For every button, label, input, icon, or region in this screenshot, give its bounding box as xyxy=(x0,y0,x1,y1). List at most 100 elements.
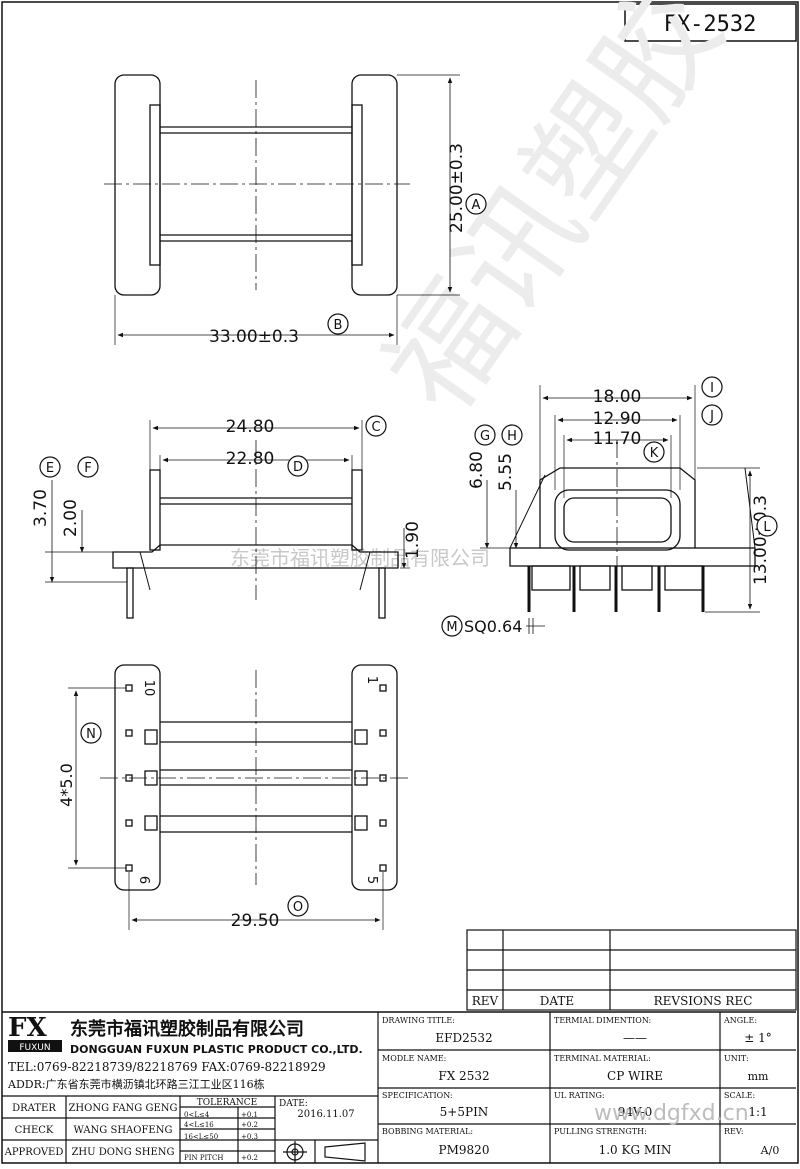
pin-hole xyxy=(379,864,387,872)
date-value: 2016.11.07 xyxy=(297,1109,354,1120)
terminal-material: CP WIRE xyxy=(607,1069,663,1083)
unit-label: UNIT: xyxy=(724,1054,749,1063)
rev-header-date: DATE xyxy=(540,994,574,1008)
bottom-tab xyxy=(144,815,158,831)
pin-label-1: 1 xyxy=(364,676,379,684)
terminal-dimention: —— xyxy=(623,1031,647,1045)
pin-hole xyxy=(125,864,133,872)
callout-circle-n xyxy=(80,722,102,744)
bottom-tab xyxy=(354,815,368,831)
model-label: MODLE NAME: xyxy=(382,1054,446,1063)
callout-circle-m xyxy=(441,615,463,637)
pin-hole xyxy=(379,729,387,737)
tolerance-value: +0.2 xyxy=(241,1121,258,1129)
end-base xyxy=(509,547,756,567)
tolerance-value: +0.2 xyxy=(241,1154,258,1162)
signoff-name: ZHU DONG SHENG xyxy=(71,1147,174,1158)
side-base xyxy=(112,544,399,569)
company-name-cn: 东莞市福讯塑胶制品有限公司 xyxy=(70,1018,304,1040)
dim-end-g: 6.80 xyxy=(467,451,487,489)
tolerance-range: 4<L≤16 xyxy=(184,1121,214,1129)
callout-circle-d xyxy=(287,455,309,477)
bottom-tab xyxy=(144,729,158,745)
signoff-name: ZHONG FANG GENG xyxy=(68,1103,177,1114)
end-foot-3 xyxy=(621,565,653,591)
callout-k: K xyxy=(650,446,659,461)
tolerance-value: +0.3 xyxy=(241,1133,258,1141)
company-contact: TEL:0769-82218739/82218769 FAX:0769-8221… xyxy=(8,1060,326,1074)
dim-end-j: 12.90 xyxy=(593,409,642,429)
logo-fuxun: FUXUN xyxy=(19,1043,50,1053)
callout-b: B xyxy=(334,318,343,333)
callout-j: J xyxy=(709,409,714,424)
terminal-dimention-label: TERMIAL DIMENTION: xyxy=(554,1016,651,1025)
pin-label-5: 5 xyxy=(364,876,379,884)
callout-circle-c xyxy=(365,415,387,437)
dim-side-c: 24.80 xyxy=(226,417,275,437)
drawing-title-label: DRAWING TITLE: xyxy=(382,1016,455,1025)
rev-label: REV: xyxy=(724,1127,744,1136)
spec-value: 5+5PIN xyxy=(440,1105,489,1119)
spec-label: SPECIFICATION: xyxy=(382,1091,453,1100)
pin-hole xyxy=(125,684,133,692)
part-number-box xyxy=(624,3,797,42)
dim-side-pin: 1.90 xyxy=(403,521,423,559)
callout-l: L xyxy=(763,520,771,535)
bottom-tab xyxy=(354,729,368,745)
dim-end-i: 18.00 xyxy=(593,387,642,407)
model-value: FX 2532 xyxy=(438,1069,489,1083)
callout-h: H xyxy=(507,429,517,444)
end-foot-1 xyxy=(531,565,571,591)
rev-header-rev: REV xyxy=(472,994,499,1008)
callout-circle-l xyxy=(756,515,778,537)
rev-header-revisions: REVSIONS REC xyxy=(654,994,753,1008)
end-window-inner xyxy=(563,497,672,543)
tolerance-title: TOLERANCE xyxy=(197,1098,258,1108)
callout-circle-i xyxy=(701,376,723,398)
callout-circle-b xyxy=(327,313,349,335)
company-name-en: DONGGUAN FUXUN PLASTIC PRODUCT CO.,LTD. xyxy=(70,1043,363,1056)
unit-value: mm xyxy=(748,1070,769,1083)
dim-bottom-n: 4*5.0 xyxy=(57,763,76,807)
pin-hole xyxy=(125,819,133,827)
end-foot-4 xyxy=(664,565,704,591)
dim-side-f: 2.00 xyxy=(61,499,81,537)
projection-symbol xyxy=(283,1141,366,1163)
end-window-outer xyxy=(554,489,681,551)
company-address: ADDR:广东省东莞市横沥镇北环路三江工业区116栋 xyxy=(7,1077,265,1091)
callout-circle-j xyxy=(701,404,723,426)
bottom-view xyxy=(68,664,410,930)
callout-circle-g xyxy=(474,424,496,446)
rev-value: A/0 xyxy=(760,1144,780,1157)
pin-label-6: 6 xyxy=(136,876,151,884)
callout-c: C xyxy=(371,420,380,435)
tolerance-range: 0<L≤4 xyxy=(184,1111,210,1119)
callout-d: D xyxy=(293,460,303,475)
pulling-label: PULLING STRENGTH: xyxy=(554,1127,647,1136)
angle-label: ANGLE: xyxy=(723,1016,757,1025)
callout-f: F xyxy=(84,461,91,476)
pin-hole xyxy=(379,819,387,827)
signoff-name: WANG SHAOFENG xyxy=(74,1125,173,1136)
callout-circle-e xyxy=(39,456,61,478)
top-left-inner xyxy=(149,104,161,266)
side-pin-right xyxy=(378,567,386,619)
dim-end-h: 5.55 xyxy=(496,453,516,491)
side-left-wall xyxy=(149,469,161,551)
ul-value: 94V-0 xyxy=(618,1105,653,1119)
callout-m: M xyxy=(446,620,457,635)
side-right-wall xyxy=(351,469,363,551)
side-view xyxy=(45,420,410,619)
company-logo: FX FUXUN xyxy=(8,1013,62,1053)
dim-bottom-o: 29.50 xyxy=(231,911,280,931)
pulling-value: 1.0 KG MIN xyxy=(599,1143,672,1157)
dim-end-l: 13.00±0.3 xyxy=(751,495,771,585)
part-number: FX-2532 xyxy=(664,12,757,37)
ul-label: UL RATING: xyxy=(554,1091,605,1100)
bobbin-label: BOBBING MATERIAL: xyxy=(382,1127,473,1136)
title-block xyxy=(2,1011,796,1163)
callout-i: I xyxy=(710,381,714,396)
